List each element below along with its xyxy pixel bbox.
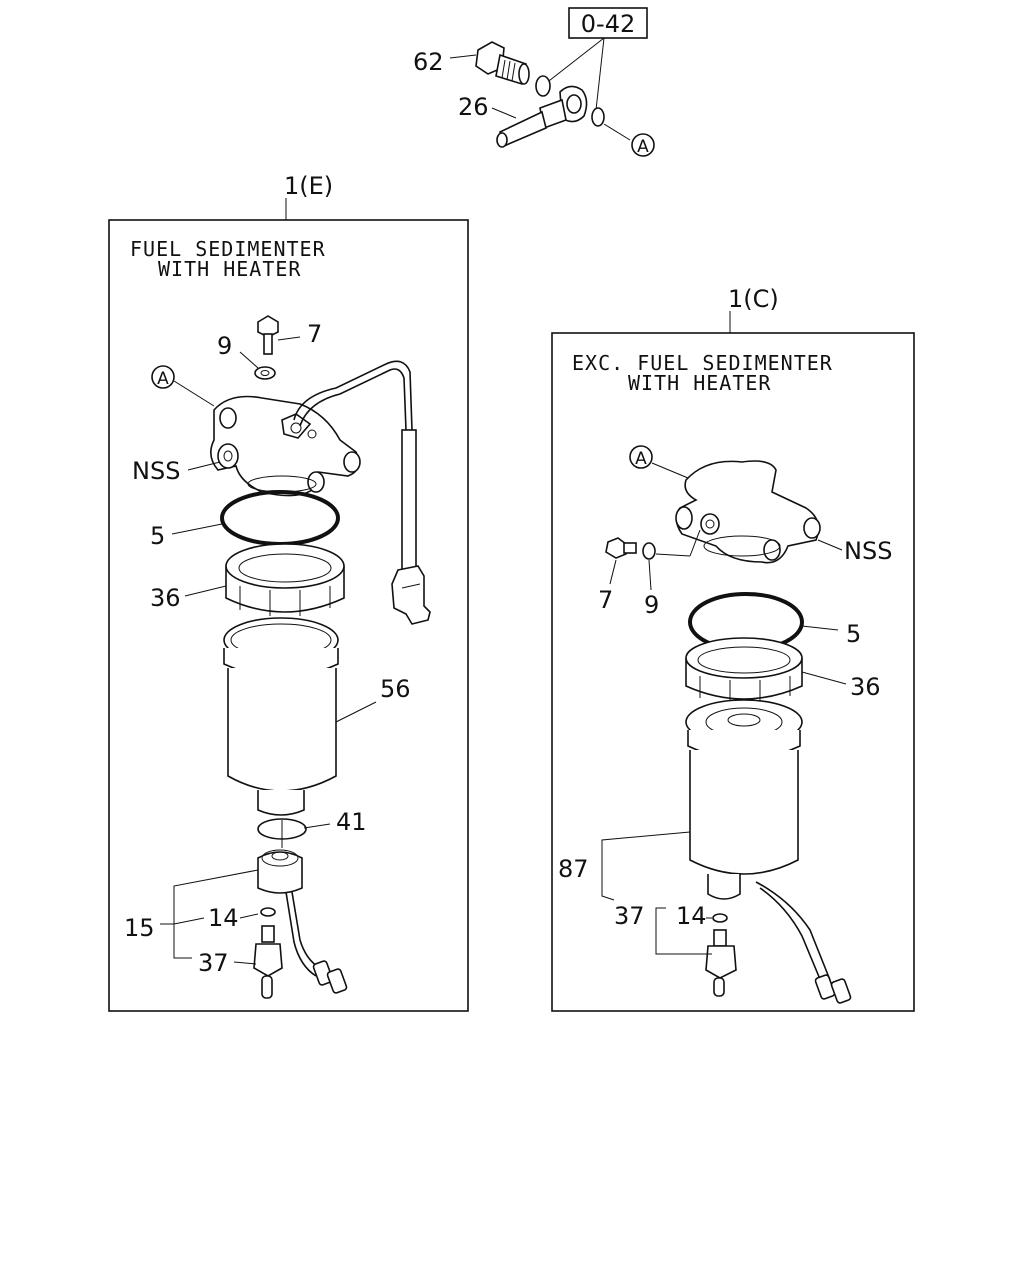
sensor-connector-left (312, 960, 348, 994)
o-ring-14-right (712, 913, 728, 923)
bolt-7-right (605, 537, 637, 559)
reference-box (568, 7, 648, 39)
right-assembly: 1(C) EXC. FUEL SEDIMENTER WITH HEATER A … (551, 285, 915, 1012)
part-label-14-right: 14 (676, 902, 707, 930)
callout-A-top (631, 133, 655, 157)
right-panel-frame (551, 332, 915, 1012)
left-title-line2: WITH HEATER (158, 257, 301, 281)
top-fittings: 0-42 62 26 A (413, 7, 655, 157)
part-label-5-left: 5 (150, 522, 165, 550)
sedimenter-head-right (675, 460, 821, 564)
part-label-7-left: 7 (307, 320, 322, 348)
left-panel-frame (108, 219, 469, 1012)
retaining-ring-36-right (685, 637, 803, 704)
right-title-line1: EXC. FUEL SEDIMENTER (572, 351, 833, 375)
part-label-nss-right: NSS (844, 537, 892, 565)
svg-text:A: A (637, 137, 649, 157)
part-label-87-right: 87 (558, 855, 589, 883)
sensor-connector-right (814, 974, 852, 1004)
sedimenter-head-left (210, 395, 361, 497)
right-title-line2: WITH HEATER (628, 371, 771, 395)
svg-text:A: A (635, 449, 647, 469)
part-label-36-left: 36 (150, 584, 181, 612)
heater-connector-left (391, 565, 431, 625)
reference-box-label: 0-42 (581, 10, 635, 38)
callout-A-right (629, 445, 653, 469)
part-label-56-left: 56 (380, 675, 411, 703)
svg-text:A: A (157, 369, 169, 389)
drain-plug-37-right (705, 929, 737, 997)
drain-plug-37-left (253, 925, 283, 999)
banjo-bolt (475, 41, 530, 86)
left-assembly: 1(E) FUEL SEDIMENTER WITH HEATER 7 9 A (108, 172, 469, 1012)
part-label-36-right: 36 (850, 673, 881, 701)
part-label-nss-left: NSS (132, 457, 180, 485)
filter-element-56-left (223, 617, 339, 816)
washer-9-left (254, 366, 276, 380)
part-label-14-left: 14 (208, 904, 239, 932)
part-label-26: 26 (458, 93, 489, 121)
o-ring-5-left (220, 490, 340, 546)
part-label-5-right: 5 (846, 620, 861, 648)
assembly-label-1C: 1(C) (728, 285, 779, 313)
callout-A-left (151, 365, 175, 389)
part-label-37-right: 37 (614, 902, 645, 930)
part-label-7-right: 7 (598, 586, 613, 614)
left-title-line1: FUEL SEDIMENTER (130, 237, 326, 261)
part-label-62: 62 (413, 48, 444, 76)
bolt-7-left (257, 315, 279, 355)
washer-9-right (642, 542, 656, 560)
filter-element-87-right (685, 699, 803, 900)
part-label-9-right: 9 (644, 591, 659, 619)
part-label-15-left: 15 (124, 914, 155, 942)
eye-fitting (496, 85, 588, 148)
part-label-41-left: 41 (336, 808, 367, 836)
part-label-9-left: 9 (217, 332, 232, 360)
heater-harness-left (401, 429, 417, 571)
o-ring-14-left (260, 907, 276, 917)
part-label-37-left: 37 (198, 949, 229, 977)
assembly-label-1E: 1(E) (284, 172, 333, 200)
gasket-lower (591, 107, 605, 127)
retaining-ring-36-left (225, 543, 345, 616)
gasket-upper (535, 75, 551, 97)
water-sensor-15-left (257, 849, 303, 894)
